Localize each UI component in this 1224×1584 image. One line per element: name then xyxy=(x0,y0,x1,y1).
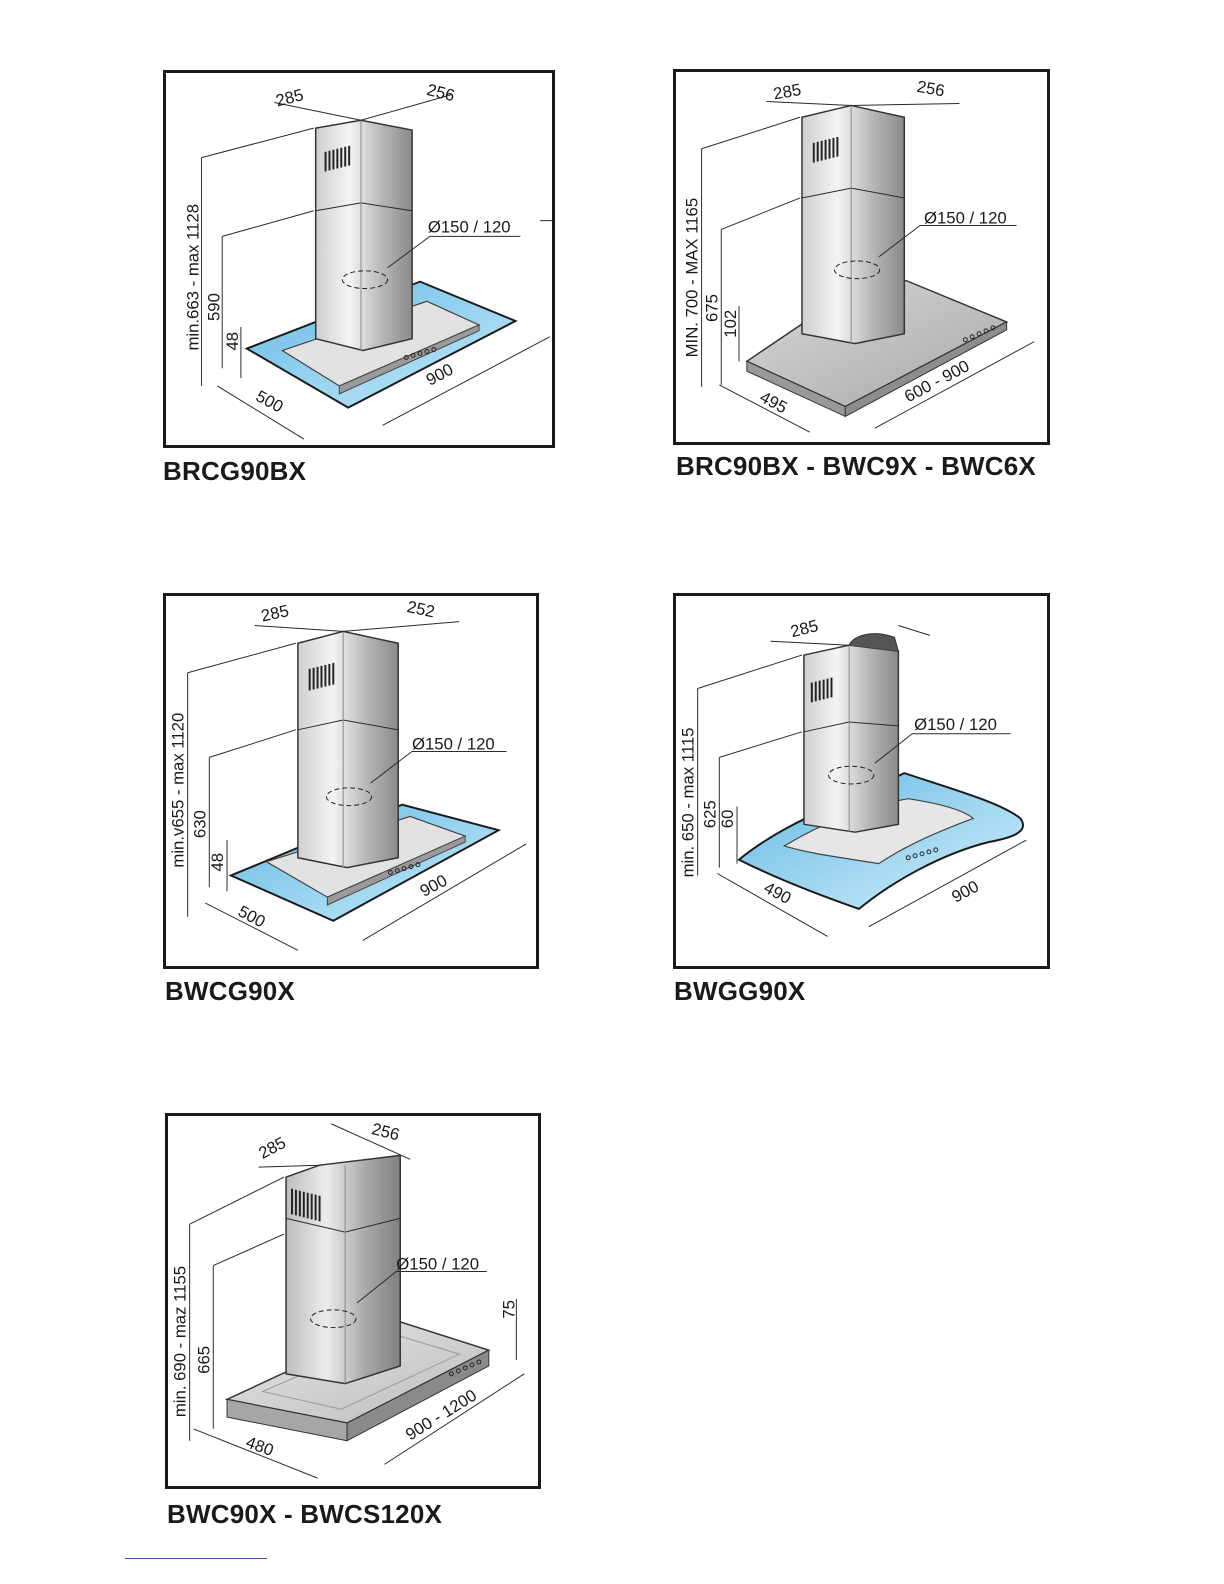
outlet-diameter-label: Ø150 / 120 xyxy=(914,715,997,734)
control-buttons-icon xyxy=(962,325,996,343)
chimney-width-label: 285 xyxy=(259,601,290,625)
chimney-height-label: 630 xyxy=(190,810,209,838)
height-range-label: min. 650 - max 1115 xyxy=(679,728,698,878)
width-label: 900 xyxy=(417,871,451,901)
chimney-width-label: 285 xyxy=(772,80,803,104)
chimney-width-label: 285 xyxy=(788,616,820,641)
vent-grille-icon xyxy=(308,662,335,691)
hood-drawing: MIN. 700 - MAX 1165 675 102 495 600 - 90… xyxy=(683,77,1035,433)
outlet-circle-icon xyxy=(833,260,881,280)
model-caption: BRC90BX - BWC9X - BWC6X xyxy=(676,451,1036,481)
outlet-circle-icon xyxy=(310,1309,357,1329)
height-range-label: min.v655 - max 1120 xyxy=(169,713,188,868)
model-caption: BRCG90BX xyxy=(163,456,307,486)
outlet-diameter-label: Ø150 / 120 xyxy=(396,1255,479,1274)
height-range-label: min. 690 - maz 1155 xyxy=(171,1266,190,1417)
hood-drawing: min.663 - max 1128 590 48 500 900 285 25… xyxy=(184,80,552,440)
vent-grille-icon xyxy=(324,145,351,172)
chimney-width-label: 285 xyxy=(255,1133,289,1163)
hood-drawing: min. 690 - maz 1155 665 75 480 900 - 120… xyxy=(171,1119,525,1479)
control-buttons-icon xyxy=(448,1359,482,1377)
outlet-circle-icon xyxy=(828,765,875,785)
chimney xyxy=(297,630,399,869)
chimney-height-label: 590 xyxy=(204,293,223,321)
chimney-height-label: 665 xyxy=(194,1346,213,1374)
diagram-panel-brcg90bx: min.663 - max 1128 590 48 500 900 285 25… xyxy=(163,70,555,448)
chimney-depth-label: 256 xyxy=(425,80,457,105)
depth-label: 500 xyxy=(253,386,287,416)
vent-grille-icon xyxy=(812,136,839,163)
outlet-diameter-label: Ø150 / 120 xyxy=(428,217,511,236)
depth-label: 480 xyxy=(243,1433,276,1460)
model-caption: BWCG90X xyxy=(165,976,295,1006)
chimney-height-label: 675 xyxy=(702,294,721,322)
diagram-panel-bwc90x: min. 690 - maz 1155 665 75 480 900 - 120… xyxy=(165,1113,541,1489)
chimney xyxy=(285,1154,401,1385)
chimney-width-label: 285 xyxy=(274,85,306,110)
height-range-label: MIN. 700 - MAX 1165 xyxy=(683,198,702,358)
width-label: 900 xyxy=(948,877,982,907)
chimney xyxy=(801,104,906,345)
footer-rule xyxy=(125,1558,267,1559)
vent-grille-icon xyxy=(810,677,833,703)
outlet-circle-icon xyxy=(325,787,373,807)
canopy-height-label: 75 xyxy=(499,1300,518,1319)
diagram-panel-bwcg90x: min.v655 - max 1120 630 48 500 900 285 2… xyxy=(163,593,539,969)
canopy-height-label: 102 xyxy=(721,310,740,338)
depth-label: 500 xyxy=(235,902,269,932)
outlet-diameter-label: Ø150 / 120 xyxy=(924,209,1007,228)
hood-drawing: min.v655 - max 1120 630 48 500 900 285 2… xyxy=(169,597,527,951)
chimney-depth-label: 256 xyxy=(915,77,946,101)
outlet-circle-icon xyxy=(341,270,389,290)
canopy-height-label: 60 xyxy=(718,810,737,829)
chimney-height-label: 625 xyxy=(700,800,719,828)
control-buttons-icon xyxy=(403,347,437,360)
control-buttons-icon xyxy=(387,862,421,875)
height-range-label: min.663 - max 1128 xyxy=(184,204,203,351)
model-caption: BWC90X - BWCS120X xyxy=(167,1499,443,1529)
chimney-depth-label: 256 xyxy=(370,1119,402,1144)
diagram-panel-brc90bx: MIN. 700 - MAX 1165 675 102 495 600 - 90… xyxy=(673,69,1050,445)
chimney xyxy=(803,644,900,833)
canopy-height-label: 48 xyxy=(208,853,227,872)
depth-label: 495 xyxy=(757,387,791,417)
hood-drawing: min. 650 - max 1115 625 60 490 900 285 Ø… xyxy=(679,616,1027,937)
outlet-diameter-label: Ø150 / 120 xyxy=(412,735,495,754)
model-caption: BWGG90X xyxy=(674,976,806,1006)
diagram-panel-bwgg90x: min. 650 - max 1115 625 60 490 900 285 Ø… xyxy=(673,593,1050,969)
canopy-height-label: 48 xyxy=(223,332,242,351)
vent-grille-icon xyxy=(291,1188,321,1222)
control-buttons-icon xyxy=(905,847,939,861)
chimney-depth-label: 252 xyxy=(405,597,436,621)
